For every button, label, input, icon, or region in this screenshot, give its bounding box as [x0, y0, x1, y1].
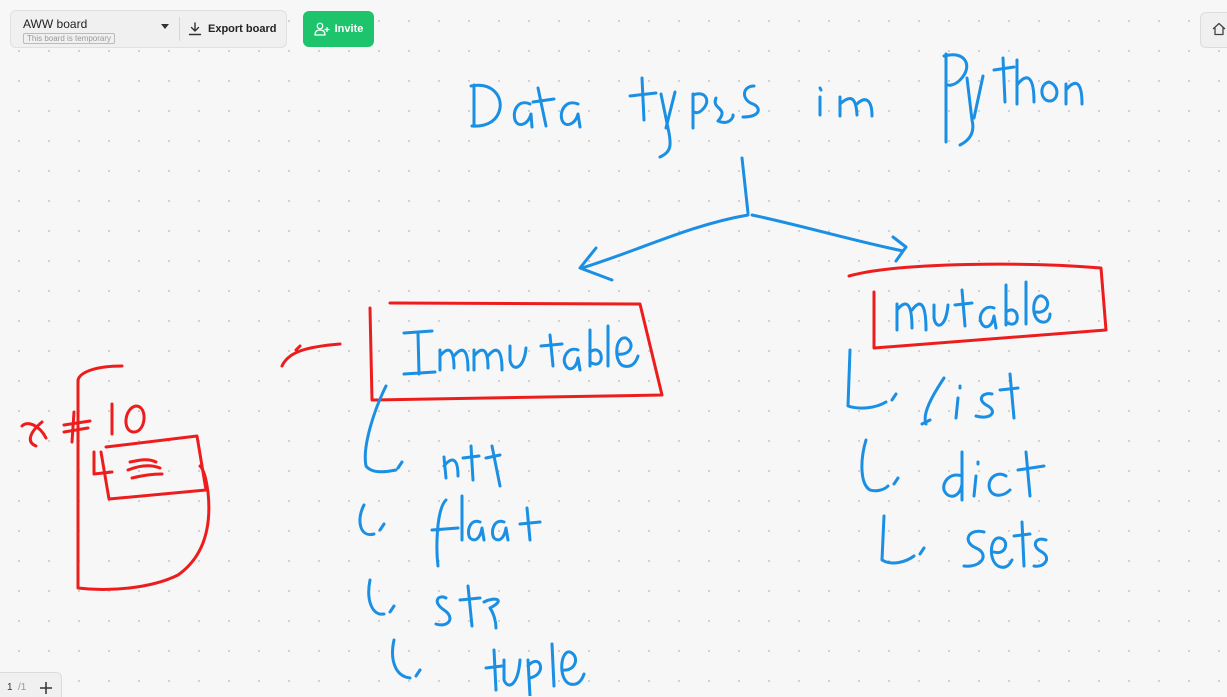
immutable-items	[358, 384, 586, 696]
current-page-number: 1	[7, 682, 13, 693]
toolbar-divider	[179, 17, 180, 41]
memory-diagram	[20, 364, 211, 591]
temporary-board-badge: This board is temporary	[23, 33, 116, 44]
plus-icon[interactable]	[38, 680, 54, 696]
home-icon	[1212, 22, 1226, 36]
mutable-items	[846, 348, 1048, 569]
mutable-box	[847, 262, 1108, 350]
chevron-down-icon[interactable]	[161, 24, 169, 29]
total-pages: /1	[18, 682, 27, 693]
page-navigation: 1 /1	[0, 672, 62, 697]
invite-label: Invite	[334, 23, 364, 35]
handwritten-title	[469, 52, 1084, 159]
board-name: AWW board	[23, 17, 88, 31]
handwritten-immutable	[402, 324, 640, 376]
export-board-label: Export board	[208, 23, 277, 35]
handwritten-mutable	[895, 280, 1052, 332]
tree-connectors	[578, 156, 908, 282]
home-button[interactable]	[1200, 12, 1227, 48]
board-selector[interactable]: AWW board This board is temporary	[11, 11, 179, 47]
export-board-button[interactable]: Export board	[180, 11, 286, 47]
download-icon	[188, 22, 202, 36]
board-toolbar: AWW board This board is temporary Export…	[10, 10, 288, 48]
add-user-icon	[314, 22, 330, 36]
immutable-box	[280, 301, 664, 402]
invite-button[interactable]: Invite	[303, 11, 374, 47]
